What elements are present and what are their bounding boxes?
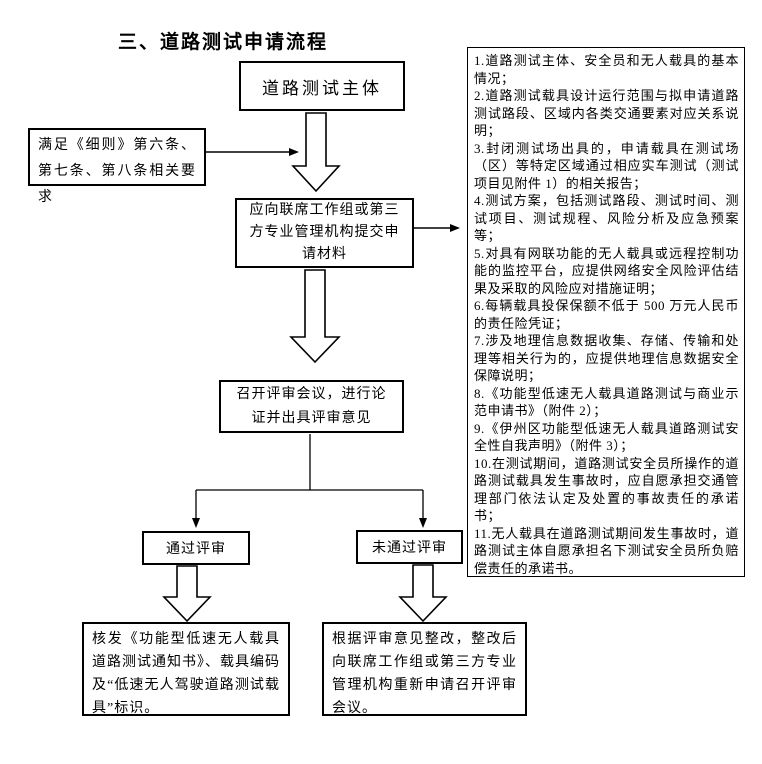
material-item: 5.对具有网联功能的无人载具或远程控制功能的监控平台，应提供网络安全风险评估结果… bbox=[474, 245, 739, 296]
page-title: 三、道路测试申请流程 bbox=[118, 32, 329, 53]
materials-list-panel: 1.道路测试主体、安全员和无人载具的基本情况； 2.道路测试载具设计运行范围与拟… bbox=[467, 47, 745, 577]
material-item: 10.在测试期间，道路测试安全员所操作的道路测试载具发生事故时，应自愿承担交通管… bbox=[474, 455, 739, 524]
material-item: 9.《伊州区功能型低速无人载具道路测试安全性自我声明》（附件 3）； bbox=[474, 420, 739, 454]
block-arrow-pass-to-result bbox=[162, 565, 212, 623]
arrow-requirement-to-flow bbox=[206, 148, 299, 156]
block-arrow-subject-to-submit bbox=[291, 112, 341, 193]
node-submit-application-label: 应向联席工作组或第三方专业管理机构提交申请材料 bbox=[249, 203, 400, 262]
node-fail-result-label: 根据评审意见整改，整改后向联席工作组或第三方专业管理机构重新申请召开评审会议。 bbox=[332, 632, 517, 716]
block-arrow-fail-to-result bbox=[398, 564, 448, 623]
node-review-passed-label: 通过评审 bbox=[166, 542, 226, 557]
node-pass-result: 核发《功能型低速无人载具道路测试通知书》、载具编码及“低速无人驾驶道路测试载具”… bbox=[82, 622, 290, 716]
node-requirements: 满足《细则》第六条、第七条、第八条相关要求 bbox=[28, 128, 206, 205]
arrow-submit-to-materials bbox=[414, 224, 460, 232]
node-test-subject: 道路测试主体 bbox=[239, 61, 405, 111]
node-pass-result-label: 核发《功能型低速无人载具道路测试通知书》、载具编码及“低速无人驾驶道路测试载具”… bbox=[92, 632, 280, 716]
node-submit-application: 应向联席工作组或第三方专业管理机构提交申请材料 bbox=[235, 198, 414, 268]
material-item: 2.道路测试载具设计运行范围与拟申请道路测试路段、区域内各类交通要素对应关系说明… bbox=[474, 88, 739, 138]
node-review-meeting: 召开评审会议，进行论证并出具评审意见 bbox=[219, 380, 404, 433]
node-requirements-label: 满足《细则》第六条、第七条、第八条相关要求 bbox=[38, 138, 196, 205]
material-item: 3.封闭测试场出具的，申请载具在测试场（区）等特定区域通过相应实车测试（测试项目… bbox=[474, 140, 739, 191]
node-review-failed-label: 未通过评审 bbox=[372, 541, 447, 556]
node-test-subject-label: 道路测试主体 bbox=[262, 78, 382, 98]
material-item: 6.每辆载具投保保额不低于 500 万元人民币的责任险凭证； bbox=[474, 298, 739, 331]
material-item: 7.涉及地理信息数据收集、存储、传输和处理等相关行为的，应提供地理信息数据安全保… bbox=[474, 333, 739, 383]
node-fail-result: 根据评审意见整改，整改后向联席工作组或第三方专业管理机构重新申请召开评审会议。 bbox=[322, 622, 527, 716]
material-item: 4.测试方案，包括测试路段、测试时间、测试项目、测试规程、风险分析及应急预案等； bbox=[474, 193, 739, 243]
node-review-failed: 未通过评审 bbox=[356, 530, 463, 564]
material-item: 8.《功能型低速无人载具道路测试与商业示范申请书》（附件 2）； bbox=[474, 385, 739, 419]
block-arrow-submit-to-review bbox=[289, 269, 341, 364]
node-review-meeting-label: 召开评审会议，进行论证并出具评审意见 bbox=[236, 386, 387, 426]
material-item: 1.道路测试主体、安全员和无人载具的基本情况； bbox=[474, 53, 739, 86]
material-item: 11.无人载具在道路测试期间发生事故时，道路测试主体自愿承担名下测试安全员所负赔… bbox=[474, 525, 739, 576]
connector-review-branches bbox=[192, 434, 427, 528]
node-review-passed: 通过评审 bbox=[142, 531, 250, 565]
